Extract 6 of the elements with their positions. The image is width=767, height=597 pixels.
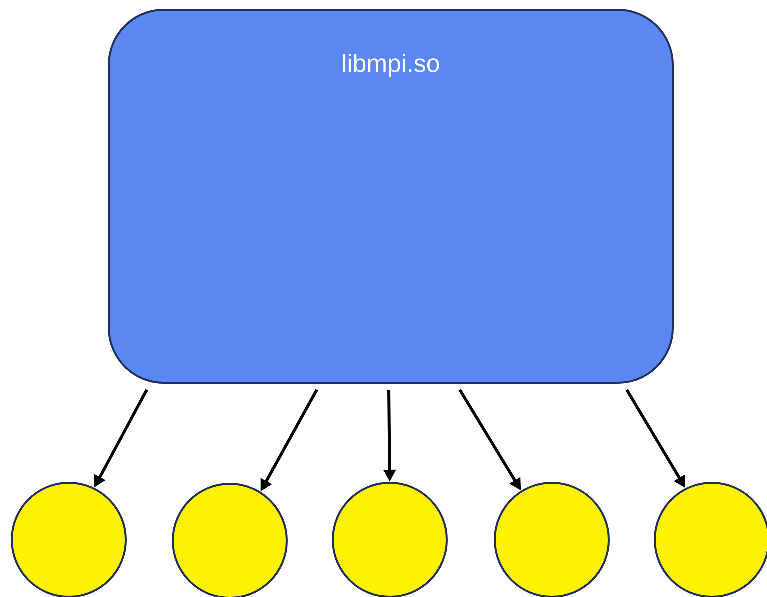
library-box: libmpi.so <box>108 9 674 384</box>
process-circle <box>332 482 448 597</box>
process-circle <box>654 482 767 597</box>
process-circle <box>494 482 610 597</box>
process-circle <box>172 483 288 597</box>
process-circle <box>11 482 127 597</box>
